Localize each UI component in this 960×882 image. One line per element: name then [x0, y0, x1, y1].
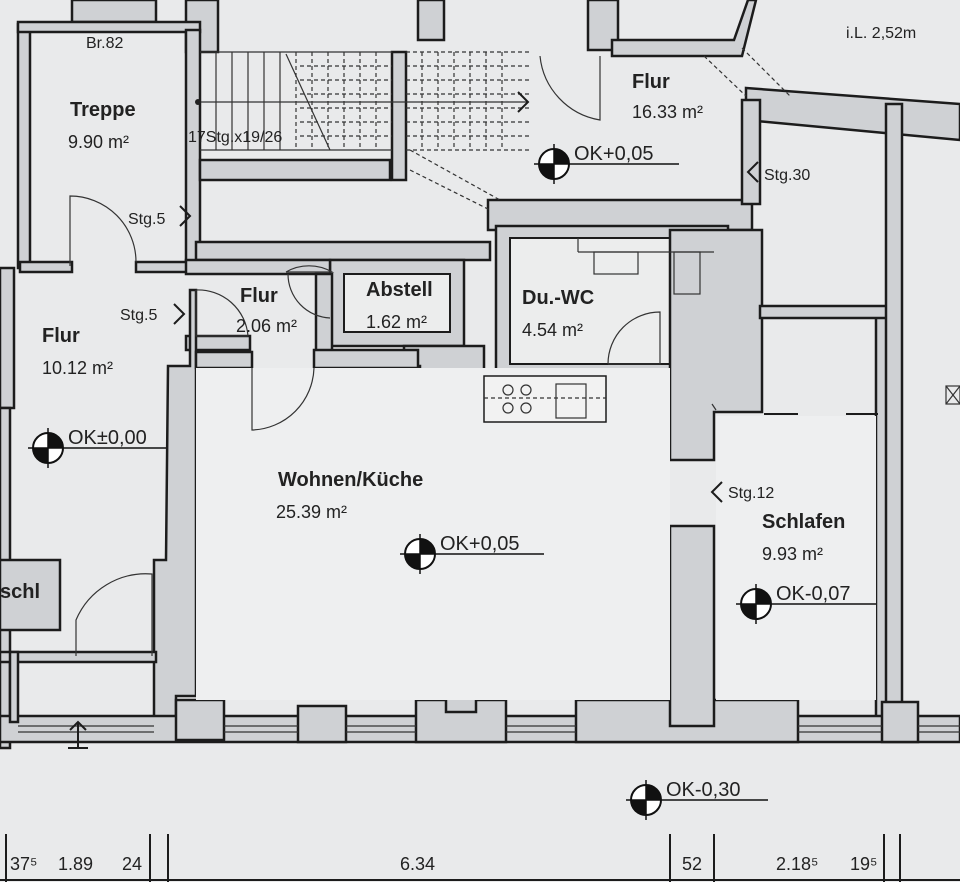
- labels: i.L. 2,52m Br.82 17Stg.x19/26 Treppe 9.9…: [0, 25, 916, 874]
- room-area-wohnen: 25.39 m²: [276, 502, 347, 522]
- level-marker-flur-top: [534, 144, 679, 184]
- room-name-flur-small: Flur: [240, 285, 278, 307]
- dimension-2: 1.89: [58, 854, 93, 874]
- level-marker-wohnen: [400, 534, 544, 574]
- room-area-flur-top: 16.33 m²: [632, 102, 703, 122]
- stair-width-label: Br.82: [86, 35, 123, 52]
- level-marker-flur-left: [28, 428, 166, 468]
- room-name-duwc: Du.-WC: [522, 287, 594, 309]
- bathroom-fixtures: [577, 238, 714, 295]
- step-label-stg12: Stg.12: [728, 485, 774, 502]
- level-marker-schlafen: [736, 584, 876, 624]
- staircase: [195, 47, 791, 211]
- dimension-7: 19⁵: [850, 854, 877, 874]
- windows: [18, 725, 960, 733]
- room-name-schlafen: Schlafen: [762, 511, 845, 533]
- room-name-wohnen: Wohnen/Küche: [278, 469, 423, 491]
- step-label-stg30: Stg.30: [764, 167, 810, 184]
- room-area-schlafen: 9.93 m²: [762, 544, 823, 564]
- dimension-5: 52: [682, 854, 702, 874]
- room-area-treppe: 9.90 m²: [68, 132, 129, 152]
- entrance-arrow: [68, 720, 88, 749]
- dimension-1: 37⁵: [10, 854, 37, 874]
- stair-spec-label: 17Stg.x19/26: [188, 129, 282, 146]
- dimension-line: [0, 834, 960, 882]
- step-label-stg5-b: Stg.5: [120, 307, 157, 324]
- room-name-treppe: Treppe: [70, 99, 136, 121]
- room-fills: [196, 368, 876, 700]
- level-text-outside: OK-0,30: [666, 779, 740, 801]
- room-name-flur-left: Flur: [42, 325, 80, 347]
- step-markers: [173, 161, 759, 503]
- dimension-3: 24: [122, 854, 142, 874]
- level-marker-outside: [626, 780, 768, 820]
- doors: [69, 55, 661, 656]
- kitchen-counter: [483, 375, 607, 423]
- headroom-label: i.L. 2,52m: [846, 25, 916, 42]
- level-text-wohnen: OK+0,05: [440, 533, 520, 555]
- level-text-flur-top: OK+0,05: [574, 143, 654, 165]
- room-area-duwc: 4.54 m²: [522, 320, 583, 340]
- level-markers: [28, 144, 876, 820]
- right-edge-symbol: [945, 385, 960, 405]
- schlafen-details: [711, 403, 878, 415]
- room-area-flur-left: 10.12 m²: [42, 358, 113, 378]
- room-name-partial-left: schl: [0, 581, 40, 603]
- room-area-abstell: 1.62 m²: [366, 312, 427, 332]
- dimension-6: 2.18⁵: [776, 854, 819, 874]
- level-text-flur-left: OK±0,00: [68, 427, 147, 449]
- room-name-flur-top: Flur: [632, 71, 670, 93]
- level-text-schlafen: OK-0,07: [776, 583, 850, 605]
- dimension-4: 6.34: [400, 854, 435, 874]
- step-label-stg5-a: Stg.5: [128, 211, 165, 228]
- room-area-flur-small: 2.06 m²: [236, 316, 297, 336]
- room-name-abstell: Abstell: [366, 279, 433, 301]
